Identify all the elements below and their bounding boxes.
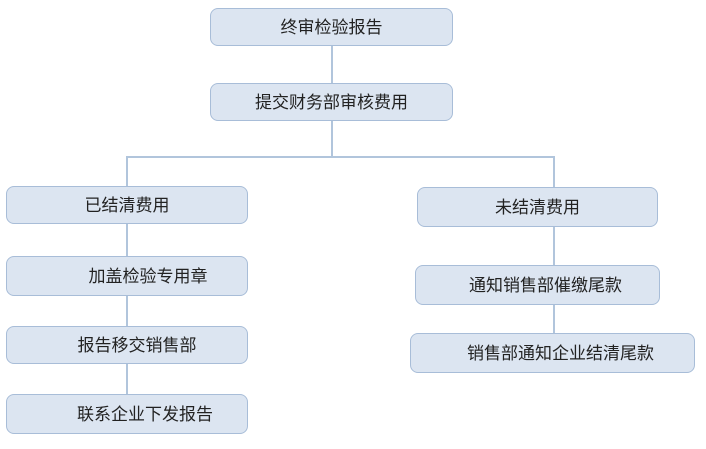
edge-branch-right-drop — [553, 156, 555, 187]
edge-handover-sales-to-contact-company — [126, 364, 128, 394]
node-contact-company: 联系企业下发报告 — [6, 394, 248, 434]
edge-submit-finance-stem — [331, 121, 333, 157]
edge-branch-crossbar — [126, 156, 555, 158]
edge-branch-left-drop — [126, 156, 128, 186]
node-handover-sales: 报告移交销售部 — [6, 326, 248, 364]
node-stamp-seal: 加盖检验专用章 — [6, 256, 248, 296]
node-unsettled: 未结清费用 — [417, 187, 658, 227]
node-submit-finance: 提交财务部审核费用 — [210, 83, 453, 121]
node-settled: 已结清费用 — [6, 186, 248, 224]
edge-stamp-seal-to-handover-sales — [126, 296, 128, 326]
edge-notify-collect-to-sales-notify-settle — [553, 305, 555, 333]
node-sales-notify-settle: 销售部通知企业结清尾款 — [410, 333, 695, 373]
edge-settled-to-stamp-seal — [126, 224, 128, 256]
node-notify-collect: 通知销售部催缴尾款 — [415, 265, 660, 305]
node-final-report: 终审检验报告 — [210, 8, 453, 46]
edge-unsettled-to-notify-collect — [553, 227, 555, 265]
edge-final-report-to-submit-finance — [331, 46, 333, 83]
